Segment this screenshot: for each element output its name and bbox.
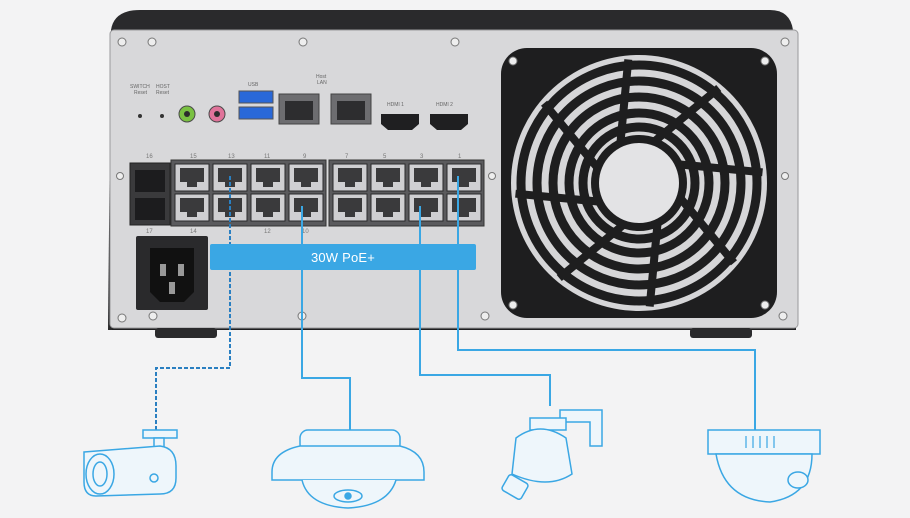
reset-and-audio: SWITCH Reset HOST Reset [130, 84, 226, 123]
rj45-port-socket [338, 198, 362, 217]
bullet-camera [83, 429, 178, 497]
host-lan-label: Host [316, 74, 327, 80]
port-number-label: 9 [303, 154, 307, 160]
port-number-label: 5 [383, 154, 387, 160]
right-foot [690, 328, 752, 338]
port-number-label: 14 [190, 229, 197, 235]
rj45-port-socket [414, 168, 438, 187]
rj45-port-socket [376, 198, 400, 217]
port-number-label: 3 [420, 154, 424, 160]
svg-text:Reset: Reset [156, 90, 170, 96]
port-number-label: 11 [264, 154, 271, 160]
rj45-port-socket [180, 168, 204, 187]
sfp-ports[interactable] [129, 162, 171, 226]
switch-reset-button[interactable] [138, 114, 142, 118]
svg-text:Reset: Reset [134, 90, 148, 96]
switch-port-block[interactable]: 16 15 13 11 9 7 5 3 1 17 14 12 10 [146, 154, 485, 235]
usb-ports[interactable]: USB [238, 82, 274, 120]
port-number-label: 1 [458, 154, 462, 160]
port-number-label: 7 [345, 154, 349, 160]
rj45-port-socket [376, 168, 400, 187]
host-reset-button[interactable] [160, 114, 164, 118]
rj45-port-socket [180, 198, 204, 217]
ptz-camera [501, 409, 603, 500]
rj45-port-socket [338, 168, 362, 187]
host-reset-label: HOST [156, 84, 170, 90]
usb-label: USB [248, 82, 259, 88]
fisheye-camera [271, 429, 425, 509]
cable-bullet [155, 176, 231, 432]
port-number-label: 12 [264, 229, 271, 235]
port-number-label: 13 [228, 154, 235, 160]
cooling-fan [501, 48, 777, 318]
hdmi-ports[interactable]: HDMI 1 HDMI 2 [381, 102, 468, 130]
rj45-port-socket [452, 168, 476, 187]
hdmi2-label: HDMI 2 [436, 102, 453, 108]
switch-reset-label: SWITCH [130, 84, 150, 90]
poe-badge: 30W PoE+ [210, 244, 476, 270]
svg-text:LAN: LAN [317, 80, 327, 86]
rj45-port-socket [414, 198, 438, 217]
port-number-label: 16 [146, 154, 153, 160]
port-number-label: 10 [302, 229, 309, 235]
left-foot [155, 328, 217, 338]
host-lan-ports[interactable]: Host LAN [278, 74, 372, 125]
rj45-port-socket [256, 198, 280, 217]
dome-camera [707, 429, 821, 503]
cable-fisheye [301, 206, 351, 432]
cable-ptz [419, 206, 551, 406]
rj45-port-socket [294, 198, 318, 217]
power-inlet[interactable] [136, 236, 208, 310]
hdmi1-label: HDMI 1 [387, 102, 404, 108]
rj45-port-socket [256, 168, 280, 187]
port-number-label: 17 [146, 229, 153, 235]
rj45-port-socket [294, 168, 318, 187]
port-number-label: 15 [190, 154, 197, 160]
